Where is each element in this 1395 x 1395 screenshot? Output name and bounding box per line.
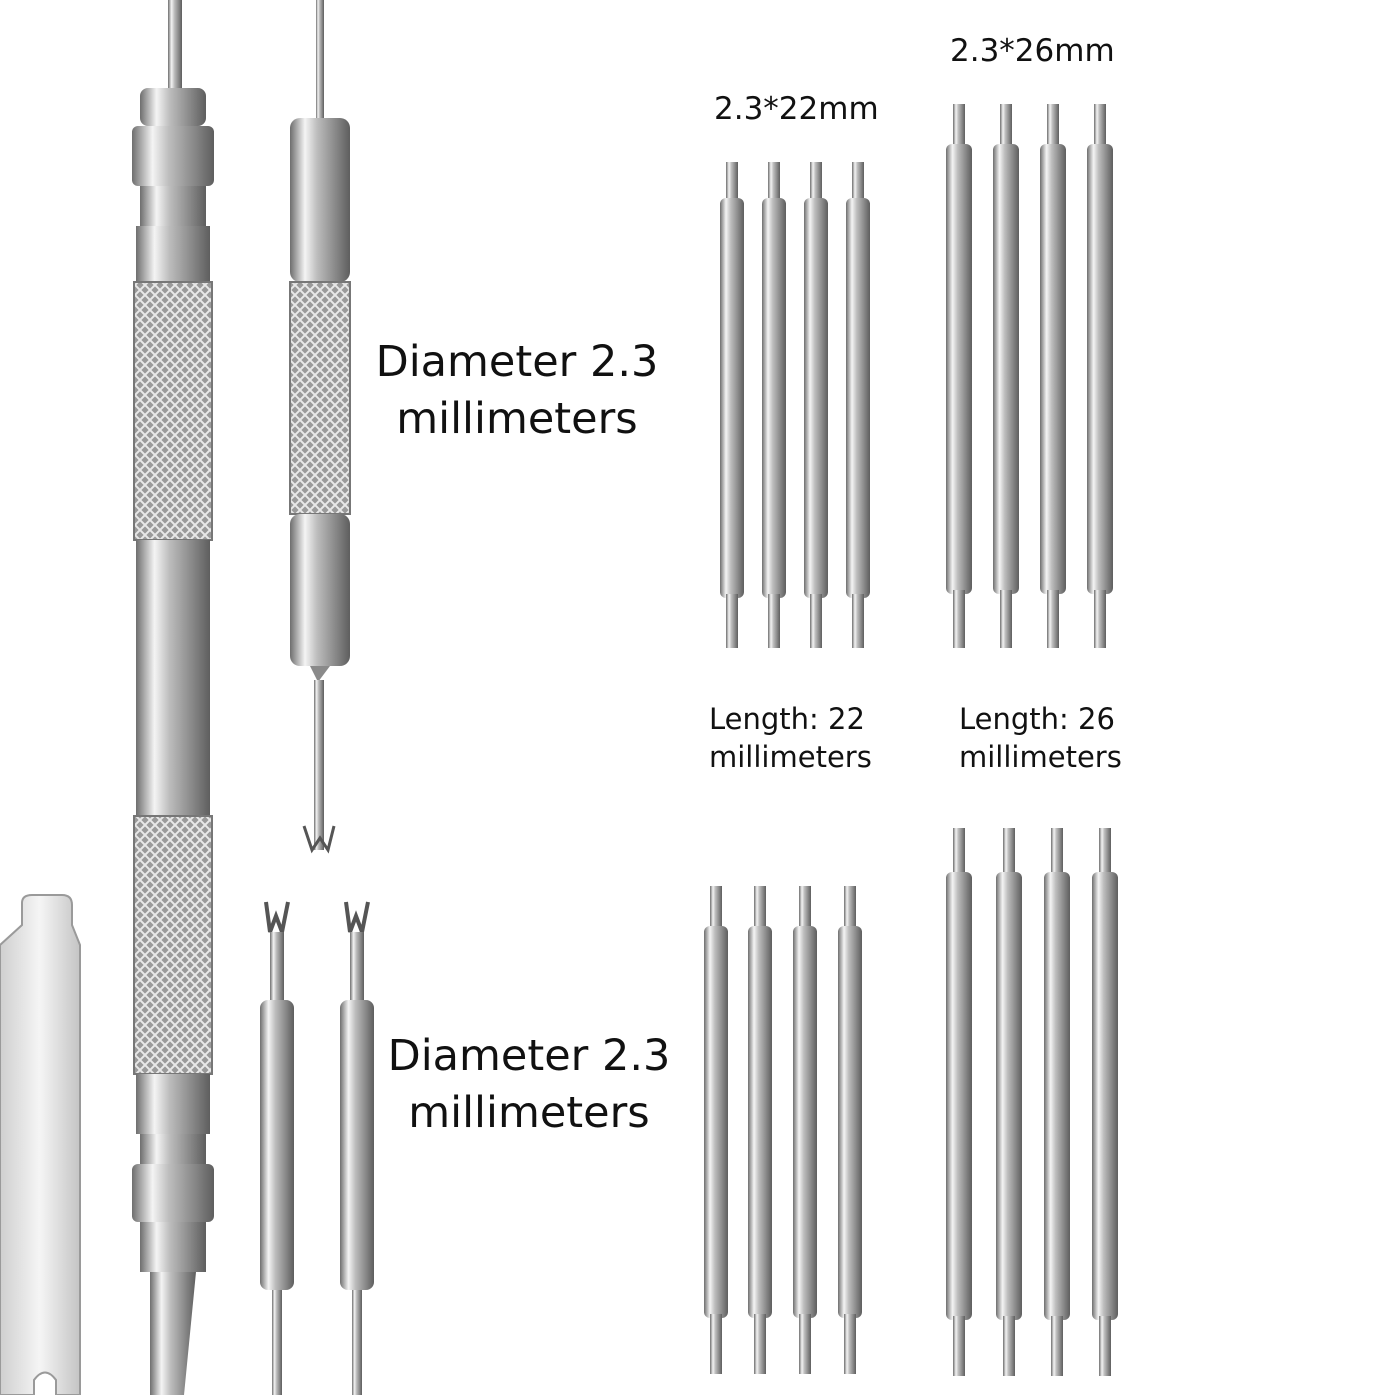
flat-blade-insert bbox=[0, 894, 81, 1395]
diameter-label-bottom-line1: Diameter 2.3 bbox=[387, 1031, 671, 1081]
spring-bar-tool-short bbox=[289, 0, 351, 854]
length-label-22-line1: Length: 22 bbox=[709, 702, 865, 736]
fork-tip-2 bbox=[340, 901, 374, 1395]
length-label-22: Length: 22 millimeters bbox=[709, 700, 872, 776]
length-label-26-line1: Length: 26 bbox=[959, 702, 1115, 736]
spring-bars-22mm-top bbox=[720, 162, 870, 648]
size-label-26mm: 2.3*26mm bbox=[950, 33, 1115, 69]
spring-bars-26mm-bottom bbox=[946, 828, 1118, 1376]
diameter-label-bottom-line2: millimeters bbox=[408, 1088, 650, 1138]
diameter-label-bottom: Diameter 2.3 millimeters bbox=[364, 1028, 694, 1142]
spring-bars-26mm-top bbox=[946, 104, 1113, 648]
spring-bar-tool-long bbox=[132, 0, 214, 1395]
diameter-label-top: Diameter 2.3 millimeters bbox=[352, 334, 682, 448]
length-label-26-line2: millimeters bbox=[959, 740, 1122, 774]
fork-tip-1 bbox=[260, 901, 294, 1395]
length-label-26: Length: 26 millimeters bbox=[959, 700, 1122, 776]
size-label-22mm: 2.3*22mm bbox=[714, 91, 879, 127]
spring-bars-22mm-bottom bbox=[704, 886, 862, 1374]
diameter-label-top-line1: Diameter 2.3 bbox=[375, 337, 659, 387]
length-label-22-line2: millimeters bbox=[709, 740, 872, 774]
diameter-label-top-line2: millimeters bbox=[396, 394, 638, 444]
